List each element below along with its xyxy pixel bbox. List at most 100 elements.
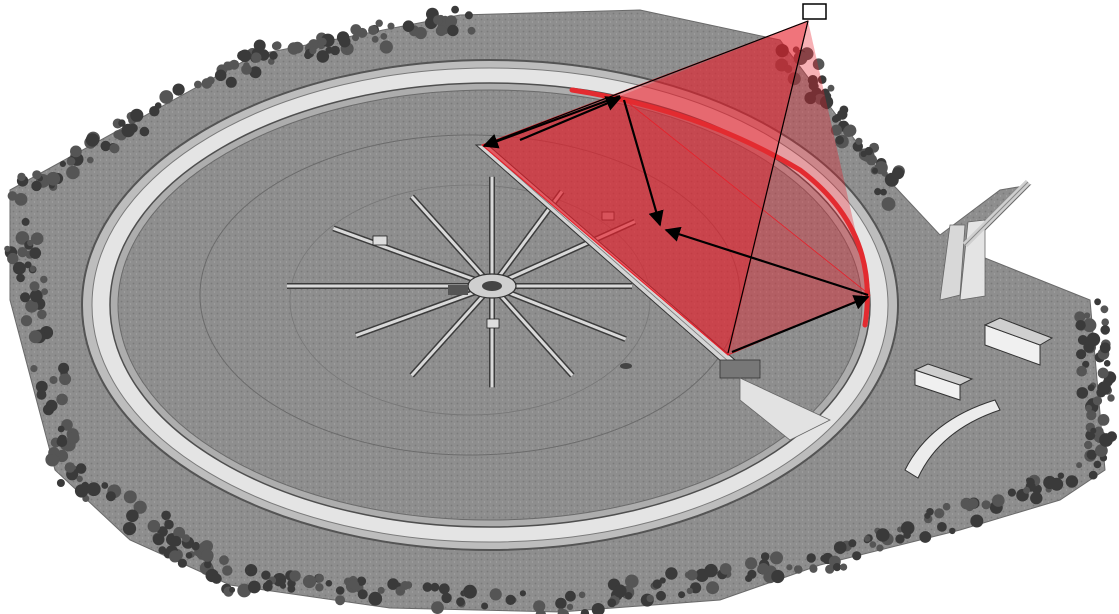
tree	[67, 157, 76, 166]
tree	[245, 564, 257, 576]
tree	[758, 563, 769, 574]
tree	[706, 581, 719, 594]
tree	[613, 584, 626, 597]
tree	[159, 90, 173, 104]
tree	[77, 476, 83, 482]
tree	[254, 40, 266, 52]
tree	[17, 173, 25, 181]
tree	[970, 515, 983, 528]
tree	[110, 143, 120, 153]
tree	[865, 147, 873, 155]
tree	[433, 15, 443, 25]
tree	[56, 394, 68, 406]
tree	[31, 181, 41, 191]
tree	[1101, 318, 1109, 326]
tree	[687, 588, 693, 594]
tree	[840, 564, 847, 571]
tree	[113, 130, 122, 139]
tree	[20, 292, 30, 302]
tree	[280, 583, 286, 589]
tree	[825, 565, 834, 574]
tree	[65, 462, 76, 473]
tree	[140, 127, 150, 137]
tree	[396, 586, 406, 596]
tree	[1030, 492, 1042, 504]
tree	[872, 168, 878, 174]
tree	[315, 583, 323, 591]
tree	[17, 247, 27, 257]
tree	[415, 27, 427, 39]
tree	[46, 172, 60, 186]
tree	[58, 363, 69, 374]
tree	[835, 136, 844, 145]
tree	[178, 559, 187, 568]
tree	[866, 154, 877, 165]
tree	[164, 520, 174, 530]
tree	[1084, 312, 1090, 318]
tree	[1023, 487, 1030, 494]
tree	[30, 281, 40, 291]
source-box	[803, 4, 826, 19]
tree	[423, 582, 433, 592]
tree	[101, 482, 108, 489]
tree	[882, 197, 896, 211]
tree	[833, 563, 841, 571]
tree	[937, 522, 947, 532]
tree	[368, 25, 378, 35]
tree	[876, 528, 890, 542]
tree	[992, 494, 1005, 507]
tree	[161, 511, 171, 521]
tree	[1096, 388, 1106, 398]
tree	[126, 510, 139, 523]
tree	[794, 565, 802, 573]
tree	[656, 591, 666, 601]
tree	[30, 365, 37, 372]
tree	[101, 141, 111, 151]
tree	[1093, 396, 1102, 405]
tree	[43, 404, 53, 414]
tree	[222, 565, 232, 575]
tree	[876, 544, 883, 551]
tree	[834, 541, 847, 554]
tree	[1089, 471, 1098, 480]
tree	[186, 552, 193, 559]
tree	[118, 119, 125, 126]
tree	[57, 479, 65, 487]
tree	[1094, 298, 1101, 305]
tree	[229, 587, 235, 593]
tree	[837, 109, 847, 119]
tree	[87, 482, 101, 496]
tree	[1058, 473, 1064, 479]
tree	[219, 555, 229, 565]
tree	[506, 595, 516, 605]
tree	[226, 77, 237, 88]
tree	[288, 42, 300, 54]
tree	[1086, 410, 1096, 420]
tree	[1104, 360, 1111, 367]
tree	[761, 552, 770, 561]
tree	[29, 330, 42, 343]
tree	[106, 491, 116, 501]
tree	[807, 553, 816, 562]
tree	[269, 51, 278, 60]
tree	[248, 581, 261, 594]
tree	[215, 70, 227, 82]
tree	[211, 574, 221, 584]
tree	[251, 52, 261, 62]
tree	[87, 157, 94, 164]
tree	[66, 166, 80, 180]
tree	[1087, 333, 1101, 347]
tree	[579, 592, 586, 599]
tree	[1085, 405, 1092, 412]
tree	[982, 500, 991, 509]
tree	[290, 570, 301, 581]
tree	[48, 454, 58, 464]
tree	[968, 498, 979, 509]
tree	[607, 599, 616, 608]
tree	[349, 580, 359, 590]
tree	[272, 42, 280, 50]
tree	[481, 603, 488, 610]
tree	[243, 62, 250, 69]
tree	[1084, 441, 1092, 449]
